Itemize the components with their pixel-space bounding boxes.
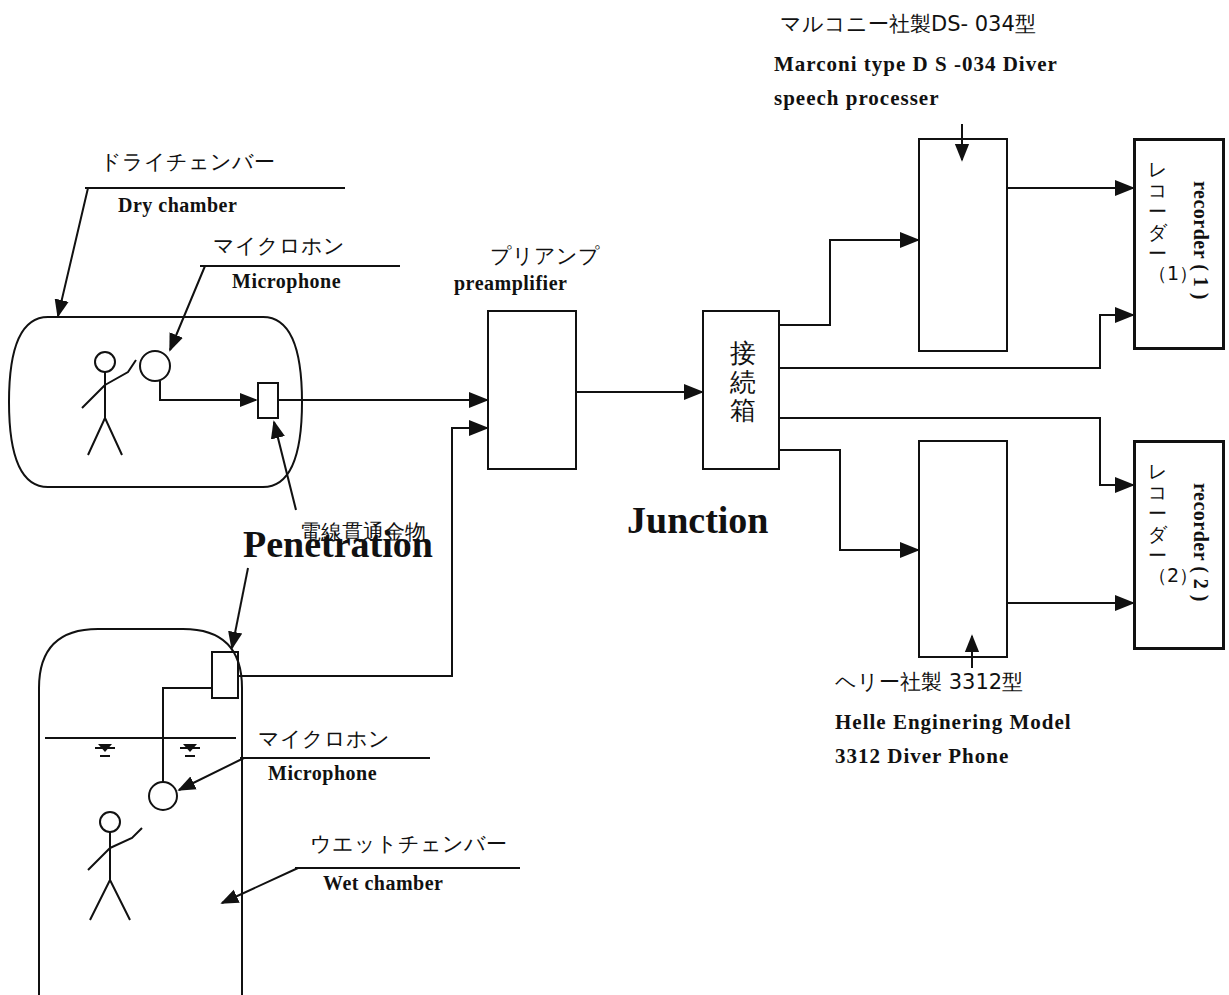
preamplifier-box: プリアンプpreamplifier xyxy=(487,310,577,470)
leader-line xyxy=(232,568,248,648)
node-title: ウエットチェンバー xyxy=(310,830,507,858)
node-subtitle: preamplifier xyxy=(454,272,567,295)
recorder-box: レコーダー（2） recorder ( 2 ) xyxy=(1133,440,1225,650)
signal-connector xyxy=(780,418,1133,485)
signal-connector xyxy=(780,240,918,325)
junction-box: 接続箱Junction xyxy=(702,310,780,470)
mic-wire xyxy=(160,381,256,400)
signal-connector xyxy=(238,428,487,676)
microphone-symbol xyxy=(149,782,177,810)
leader-line xyxy=(58,188,345,316)
node-subtitle: Dry chamber xyxy=(118,194,237,217)
node-title: ドライチェンバー xyxy=(100,148,275,176)
speech-processor-box: マルコニー社製DS- 034型Marconi type D S -034 Div… xyxy=(918,138,1008,352)
chamber-outline-path xyxy=(39,629,242,995)
signal-connector xyxy=(1008,187,1133,189)
leader-line xyxy=(179,758,430,790)
leader-line xyxy=(222,868,520,903)
node-subtitle: Helle Enginering Model 3312 Diver Phone xyxy=(835,706,1097,773)
leader-line xyxy=(170,266,400,350)
node-title: プリアンプ xyxy=(490,242,600,270)
signal-connector xyxy=(1008,602,1133,604)
node-subtitle: Junction xyxy=(627,498,768,542)
signal-connector xyxy=(780,450,918,550)
water-surface xyxy=(45,738,236,756)
signal-connector xyxy=(278,399,487,401)
penetration-fitting xyxy=(212,652,238,698)
node-title: ヘリー社製 3312型 xyxy=(835,668,1023,696)
diver-head xyxy=(100,812,120,832)
chamber-outline xyxy=(38,628,243,995)
signal-connector xyxy=(780,315,1133,368)
node-subtitle: Marconi type D S -034 Diver speech proce… xyxy=(774,48,1074,115)
diver-figure xyxy=(88,828,142,920)
penetration-fitting xyxy=(258,383,278,418)
callout-label: マイクロホン xyxy=(258,725,390,753)
diver-phone-box: ヘリー社製 3312型Helle Enginering Model 3312 D… xyxy=(918,440,1008,658)
node-title: マルコニー社製DS- 034型 xyxy=(780,10,1036,38)
node-title: レコーダー（1） xyxy=(1148,159,1167,284)
node-subtitle: recorder ( 1 ) xyxy=(1189,181,1212,300)
callout-label: Microphone xyxy=(268,762,377,785)
diver-head xyxy=(95,352,115,372)
wet-chamber: ウエットチェンバーWet chamber xyxy=(38,628,243,995)
water-level-mark xyxy=(98,744,197,752)
callout-label: マイクロホン xyxy=(213,232,345,260)
microphone-symbol xyxy=(140,351,170,381)
diver-figure xyxy=(82,360,136,455)
node-subtitle: Wet chamber xyxy=(323,872,443,895)
chamber-outline xyxy=(8,316,303,488)
callout-label: Penetration xyxy=(243,522,433,566)
leader-line xyxy=(971,636,973,668)
signal-connector xyxy=(577,391,702,393)
node-subtitle: recorder ( 2 ) xyxy=(1189,483,1212,602)
dry-chamber: ドライチェンバーDry chamber xyxy=(8,316,303,488)
leader-line xyxy=(961,124,963,160)
node-title: 接続箱 xyxy=(730,339,756,425)
callout-label: Microphone xyxy=(232,270,341,293)
mic-wire xyxy=(163,688,212,782)
recorder-box: レコーダー（1） recorder ( 1 ) xyxy=(1133,138,1225,350)
node-title: レコーダー（2） xyxy=(1148,461,1167,586)
chamber-outline-path xyxy=(9,317,302,487)
